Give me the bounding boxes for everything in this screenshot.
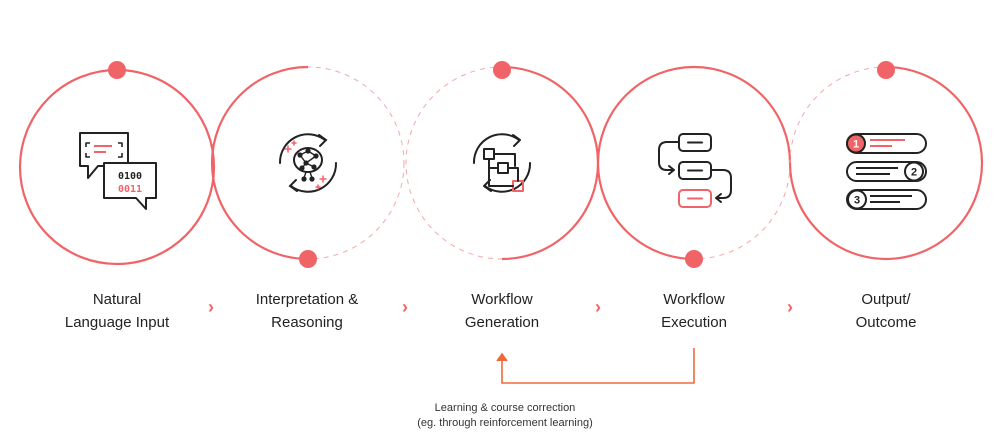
chevron-right-icon: › [208,297,214,317]
ring-dot [685,250,703,268]
rank-number-3: 3 [854,195,860,207]
step-label-natural-language: Natural Language Input [64,291,170,331]
step-label-execution: Workflow Execution [661,291,727,331]
feedback-loop-arrow [496,348,695,384]
ring-dot [299,250,317,268]
ranked-list-icon: 1 2 3 [846,133,927,210]
flowchart-icon [472,133,532,193]
chevron-right-icon: › [402,297,408,317]
process-blocks-icon [658,133,732,208]
rank-number-2: 2 [911,167,917,179]
brain-network-icon [278,133,338,193]
chat-binary-icon: 0100 0011 [79,132,157,210]
step-label-generation: Workflow Generation [464,291,540,331]
step-ring-natural-language [18,68,216,266]
feedback-caption: Learning & course correction (eg. throug… [417,402,593,429]
binary-text-bottom: 0011 [118,184,142,195]
rank-number-1: 1 [853,139,859,151]
step-label-output: Output/ Outcome [855,291,917,331]
ring-dot [877,61,895,79]
ring-dot [108,61,126,79]
binary-text-top: 0100 [118,171,142,182]
ring-dot [493,61,511,79]
step-label-interpretation: Interpretation & Reasoning [255,291,359,331]
chevron-right-icon: › [595,297,601,317]
chevron-right-icon: › [787,297,793,317]
